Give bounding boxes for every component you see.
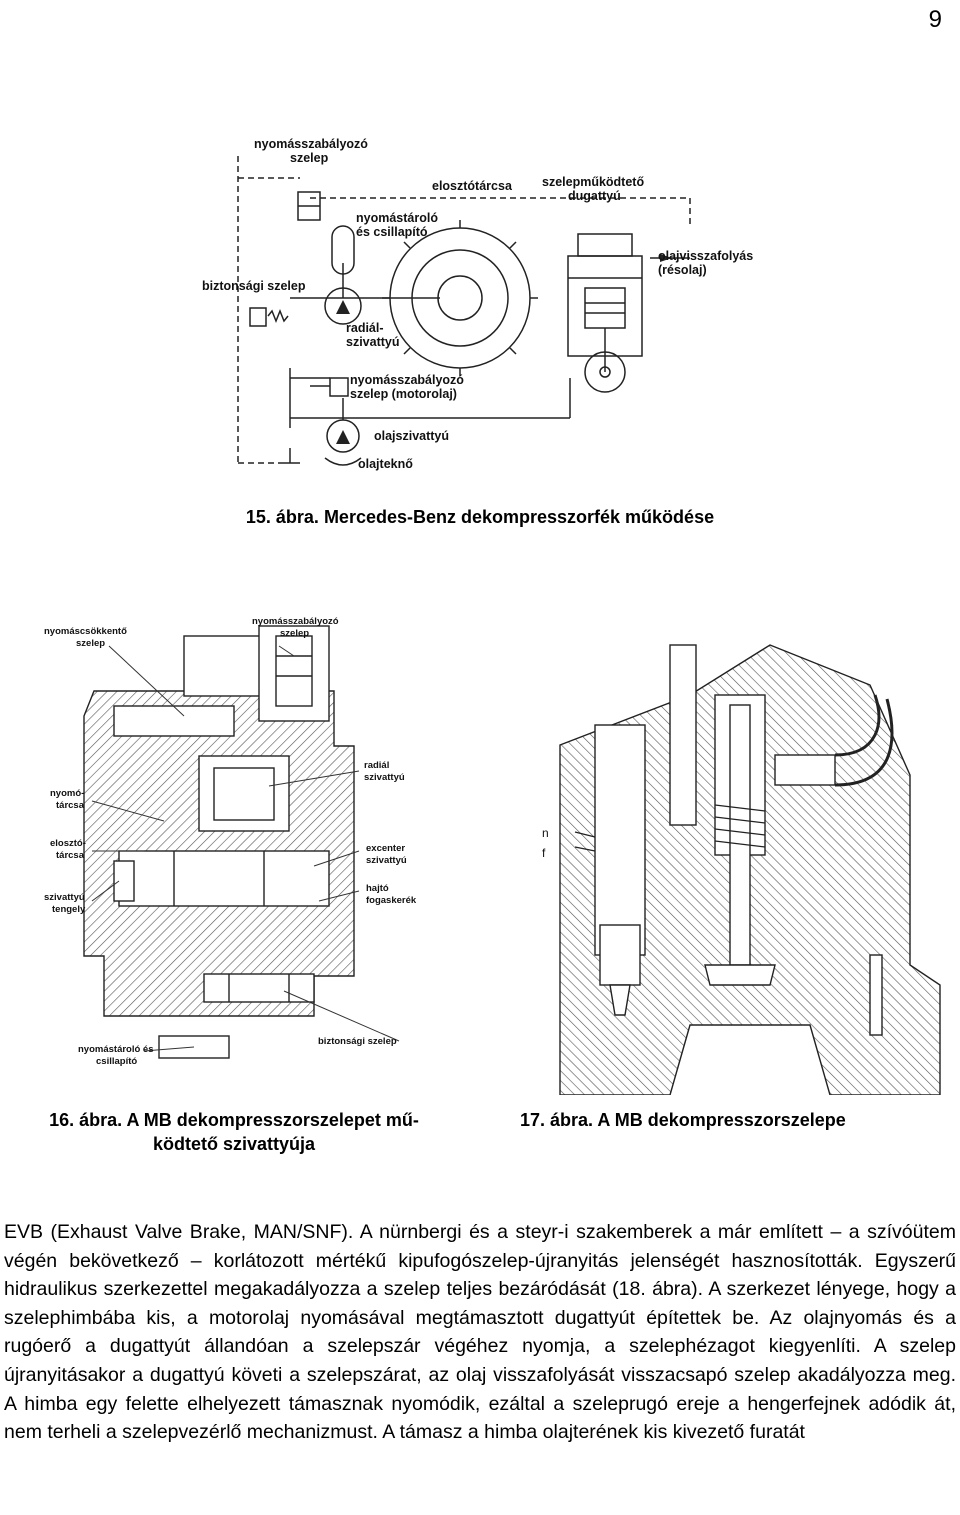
figure-16-caption-line-2: ködtető szivattyúja [152,1134,316,1154]
label-pressure-regulator-2: szelep [290,151,329,165]
label-oil-return-1: olajvisszafolyás [658,249,753,263]
body-paragraph: EVB (Exhaust Valve Brake, MAN/SNF). A nü… [4,1221,956,1444]
label-pressure-regulator-1: nyomásszabályozó [254,137,368,151]
label-engine-oil-regulator-2: szelep (motorolaj) [350,387,457,401]
figure-16-diagram: nyomáscsökkentő szelep nyomásszabályozó … [14,596,444,1096]
label-accumulator-1: nyomástároló [356,211,438,225]
figure-15-caption: 15. ábra. Mercedes-Benz dekompresszorfék… [245,507,715,527]
label-valve-piston-2: dugattyú [568,189,621,203]
label-pump-shaft-1: szivattyú [44,892,85,903]
label-oil-return-2: (résolaj) [658,263,707,277]
label-eccentric-pump-1: excenter [366,843,405,854]
label-pressure-disc-2: tárcsa [56,800,85,811]
figure-17-diagram: n f [540,625,952,1095]
label-radial-pump-2: szivattyú [346,335,400,349]
label-radial-pump-1: radiál [364,760,389,771]
figure-16-caption-line-1: 16. ábra. A MB dekompresszorszelepet mű- [49,1110,419,1130]
figure-16-svg: nyomáscsökkentő szelep nyomásszabályozó … [44,616,417,1067]
figure-15-diagram: nyomásszabályozó szelep elosztótárcsa sz… [190,128,780,488]
page-number: 9 [928,6,942,33]
label-pressure-regulator-1: nyomásszabályozó [252,616,339,627]
label-oil-pump: olajszivattyú [374,429,449,443]
label-radial-pump-2: szivattyú [364,772,405,783]
label-pressure-reducer-2: szelep [76,638,105,649]
label-marker-n: n [542,826,549,840]
label-accumulator-2: és csillapító [356,225,428,239]
label-distributor-disc-2: tárcsa [56,850,85,861]
label-drive-gear-1: hajtó [366,883,389,894]
label-engine-oil-regulator-1: nyomásszabályozó [350,373,464,387]
label-marker-f: f [542,846,546,860]
figure-17-caption: 17. ábra. A MB dekompresszorszelepe [520,1110,846,1130]
label-safety-valve: biztonsági szelep [202,279,306,293]
label-oil-pan: olajteknő [358,457,413,471]
figure-17-svg: n f [542,644,941,1095]
label-distributor-disc-1: elosztó- [50,838,86,849]
label-accumulator-1: nyomástároló és [78,1044,154,1055]
label-valve-piston-1: szelepműködtető [542,175,644,189]
label-distributor-disc: elosztótárcsa [432,179,513,193]
label-pressure-regulator-2: szelep [280,628,309,639]
label-eccentric-pump-2: szivattyú [366,855,407,866]
label-safety-valve: biztonsági szelep [318,1036,397,1047]
label-pump-shaft-2: tengely [52,904,86,915]
figure-15-svg: nyomásszabályozó szelep elosztótárcsa sz… [202,137,753,471]
label-drive-gear-2: fogaskerék [366,895,417,906]
label-accumulator-2: csillapító [96,1056,137,1067]
label-radial-pump-1: radiál- [346,321,384,335]
figure-16-caption: 16. ábra. A MB dekompresszorszelepet mű-… [14,1108,454,1156]
label-pressure-reducer-1: nyomáscsökkentő [44,626,127,637]
label-pressure-disc-1: nyomó- [50,788,84,799]
